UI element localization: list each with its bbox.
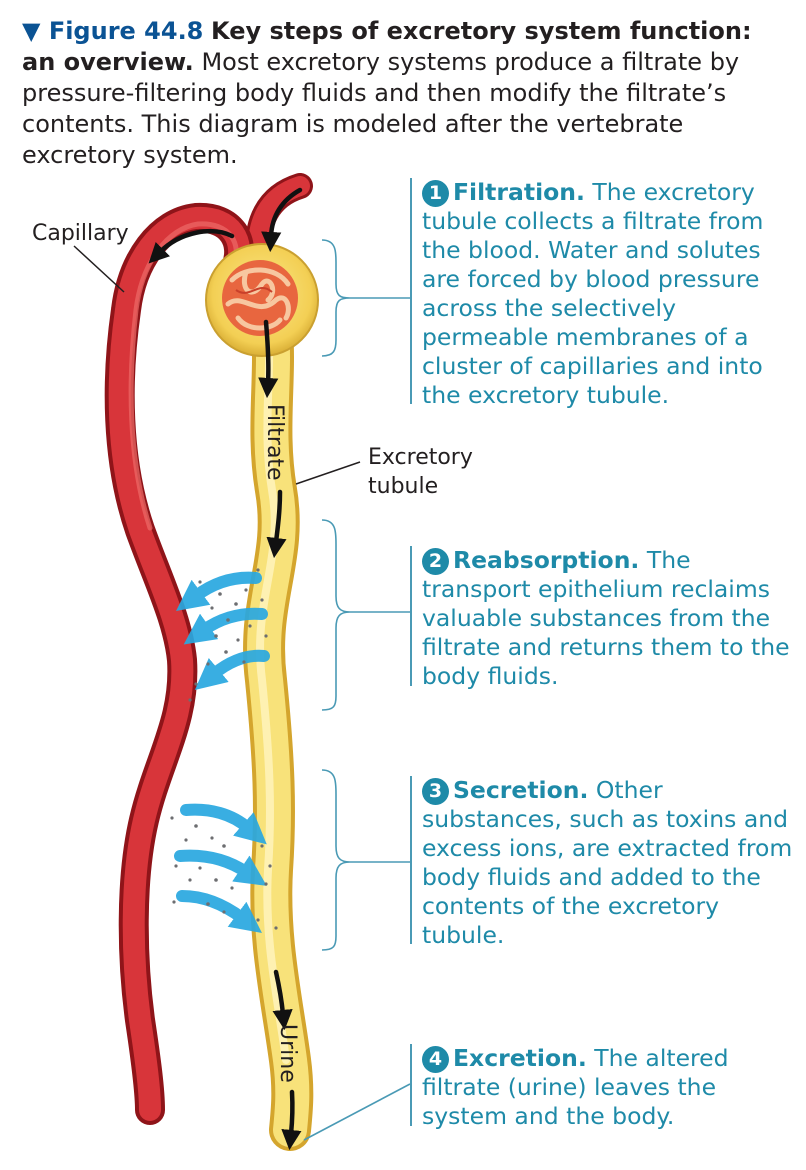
secretion-arrows — [174, 803, 267, 933]
step-1-text: The excretory tubule collects a filtrate… — [422, 178, 764, 409]
figure-label: ▼ Figure 44.8 — [22, 17, 204, 45]
reabsorption-arrows — [176, 571, 270, 690]
step-4-number: 4 — [422, 1046, 449, 1073]
excretory-tubule-label-line2: tubule — [368, 474, 438, 499]
step-4-text: The altered filtrate (urine) leaves the … — [422, 1044, 729, 1130]
bracket-reabsorption — [321, 519, 351, 711]
step-brackets — [303, 239, 411, 1141]
bracket-filtration — [321, 239, 351, 357]
step-2-title: Reabsorption. — [453, 546, 640, 574]
step-3-title: Secretion. — [453, 776, 589, 804]
excretory-tubule — [243, 309, 314, 1151]
capillary-label: Capillary — [32, 221, 129, 246]
step-3-number: 3 — [422, 778, 449, 805]
figure-caption: ▼ Figure 44.8 Key steps of excretory sys… — [22, 16, 792, 171]
filtrate-flow-arrow-2 — [266, 489, 287, 559]
figure-title: Key steps of excretory system function: … — [22, 17, 752, 76]
urine-flow-arrow-2 — [281, 1089, 302, 1151]
flow-arrows — [148, 187, 303, 1151]
glomerulus-capsule — [205, 243, 319, 357]
step-1-title: Filtration. — [453, 178, 585, 206]
step-2-number: 2 — [422, 548, 449, 575]
blood-out-arrow — [148, 229, 235, 264]
step-3-text: Other substances, such as toxins and exc… — [422, 776, 793, 949]
figure-description: Most excretory systems produce a filtrat… — [22, 48, 740, 169]
step-2-text: The transport epithelium reclaims valuab… — [422, 546, 790, 690]
step-4-title: Excretion. — [453, 1044, 587, 1072]
blood-in-arrow — [261, 187, 303, 253]
solute-particles — [170, 568, 278, 930]
filtrate-flow-arrow-1 — [258, 319, 279, 399]
filtrate-label: Filtrate — [262, 404, 287, 481]
urine-flow-arrow-1 — [272, 969, 293, 1031]
bracket-secretion — [321, 769, 351, 951]
urine-label: Urine — [275, 1024, 300, 1083]
excretion-pointer — [303, 1083, 411, 1141]
excretory-tubule-label-line1: Excretory — [368, 445, 473, 470]
leader-lines — [73, 245, 361, 485]
step-1-number: 1 — [422, 180, 449, 207]
